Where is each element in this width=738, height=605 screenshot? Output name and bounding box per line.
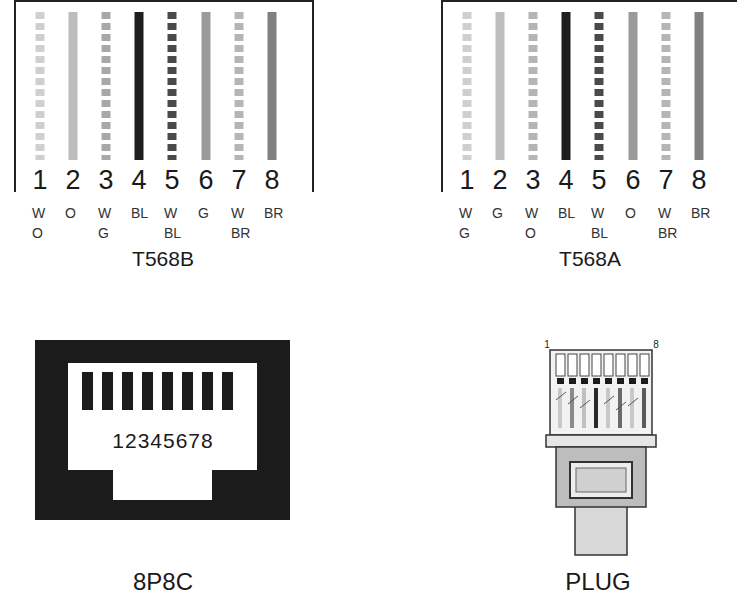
pin-number: 8 (264, 167, 279, 194)
wire-color-code: W BR (231, 203, 250, 243)
wire-color-code: W G (459, 203, 472, 243)
pin-number: 7 (658, 167, 673, 194)
pin-number: 3 (525, 167, 540, 194)
pin-number: 8 (691, 167, 706, 194)
connector-name: 8P8C (133, 570, 193, 594)
plug-pin-number: 1 (544, 340, 550, 350)
wire-color-code: BR (264, 203, 283, 223)
t568a-frame (442, 1, 737, 192)
standard-title: T568B (132, 248, 194, 269)
pin-number: 2 (65, 167, 80, 194)
wire-color-code: G (492, 203, 503, 223)
t568b-frame (15, 1, 313, 192)
jack-pin-numbers: 12345678 (112, 430, 213, 451)
wire-color-code: O (625, 203, 636, 223)
jack-icon (35, 340, 290, 520)
wire-color-code: W BL (164, 203, 181, 243)
wire-color-code: W O (525, 203, 538, 243)
wire-color-code: W BL (591, 203, 608, 243)
wire-color-code: W G (98, 203, 111, 243)
pin-number: 6 (625, 167, 640, 194)
pin-number: 4 (131, 167, 146, 194)
wire-color-code: O (65, 203, 76, 223)
plug-pin-number: 8 (653, 340, 659, 350)
wire-color-code: BL (131, 203, 148, 223)
pin-number: 1 (459, 167, 474, 194)
pin-number: 5 (164, 167, 179, 194)
pin-number: 4 (558, 167, 573, 194)
plug-illustration (546, 350, 656, 555)
standard-title: T568A (559, 248, 621, 269)
pin-number: 2 (492, 167, 507, 194)
connector-name: PLUG (565, 570, 630, 594)
pin-number: 3 (98, 167, 113, 194)
wire-color-code: W O (32, 203, 45, 243)
wire-color-code: BR (691, 203, 710, 223)
wire-color-code: BL (558, 203, 575, 223)
pin-number: 7 (231, 167, 246, 194)
pin-number: 5 (591, 167, 606, 194)
pin-number: 1 (32, 167, 47, 194)
wire-color-code: G (198, 203, 209, 223)
t568b-wires (40, 12, 272, 160)
t568a-wires (467, 12, 699, 160)
wire-color-code: W BR (658, 203, 677, 243)
pin-number: 6 (198, 167, 213, 194)
